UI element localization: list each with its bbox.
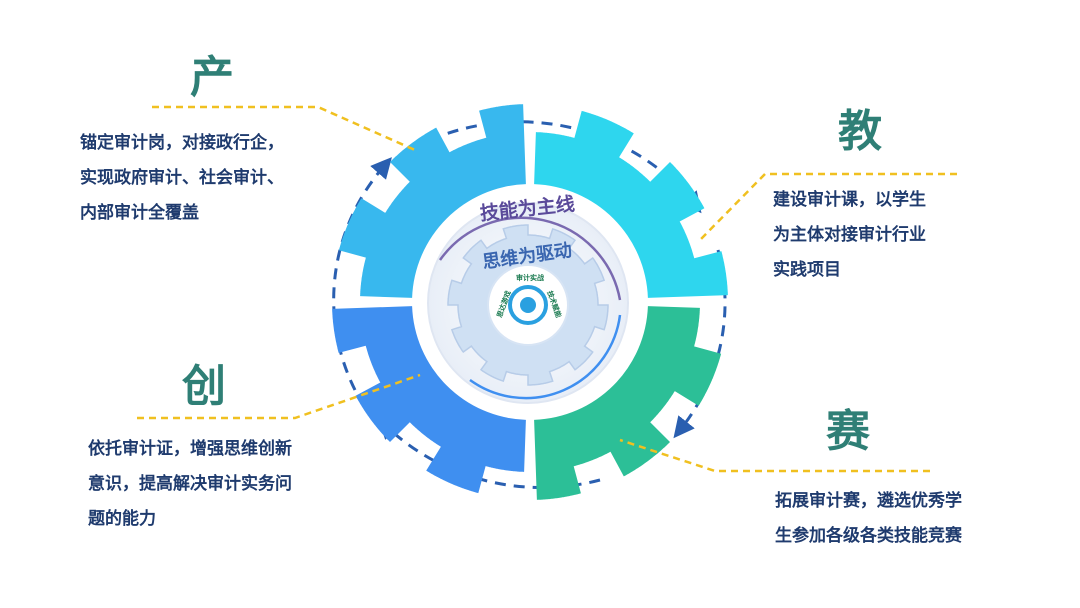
text-chuang-line-1: 依托审计证，增强思维创新	[88, 439, 292, 459]
leader-sai	[619, 438, 930, 473]
text-sai: 拓展审计赛，遴选优秀学 生参加各级各类技能竞赛	[775, 484, 962, 554]
text-chuang-line-2: 意识，提高解决审计实务问	[88, 474, 292, 494]
text-chan-line-1: 锚定审计岗，对接政行企，	[80, 133, 284, 153]
text-jiao-line-2: 为主体对接审计行业	[773, 225, 926, 245]
title-chuang: 创	[182, 361, 226, 412]
title-jiao: 教	[838, 106, 882, 157]
hub-core-dot	[520, 297, 536, 313]
leader-chuang	[137, 373, 421, 420]
gear-quadrant-top-left	[338, 104, 526, 298]
text-chan-line-3: 内部审计全覆盖	[80, 203, 199, 223]
text-chan: 锚定审计岗，对接政行企， 实现政府审计、社会审计、 内部审计全覆盖	[80, 126, 284, 231]
text-chuang-line-3: 题的能力	[88, 509, 156, 529]
hub-arc	[438, 216, 622, 301]
gear-quadrant-bottom-right	[534, 306, 722, 500]
tiny-label-2: 审计实战	[516, 273, 544, 282]
gear-quadrant-top-right	[534, 110, 728, 298]
hub-arc-lower	[469, 314, 622, 400]
text-chuang: 依托审计证，增强思维创新 意识，提高解决审计实务问 题的能力	[88, 432, 292, 537]
text-sai-line-2: 生参加各级各类技能竞赛	[775, 526, 962, 546]
title-sai: 赛	[826, 406, 870, 457]
arrow-left	[332, 157, 392, 391]
arrow-bottom	[377, 417, 601, 490]
text-jiao: 建设审计课，以学生 为主体对接审计行业 实践项目	[773, 183, 926, 288]
text-sai-line-1: 拓展审计赛，遴选优秀学	[775, 491, 962, 511]
text-jiao-line-3: 实践项目	[773, 260, 841, 280]
leader-lines	[137, 105, 957, 473]
text-jiao-line-1: 建设审计课，以学生	[773, 190, 926, 210]
title-chan: 产	[190, 52, 234, 103]
gear-quadrant-bottom-left	[332, 306, 526, 494]
center-hub: 技能为主线 思维为驱动 思达游戏 审计实战 技术赋能	[427, 192, 629, 404]
leader-jiao	[699, 172, 957, 241]
text-chan-line-2: 实现政府审计、社会审计、	[80, 168, 284, 188]
gear	[332, 104, 728, 500]
